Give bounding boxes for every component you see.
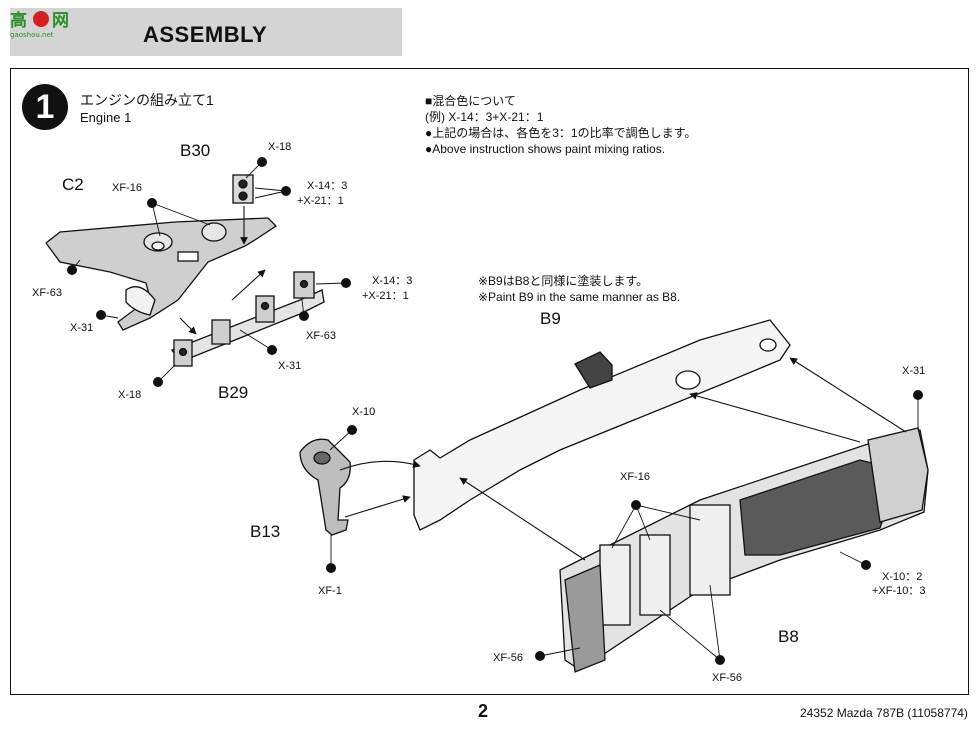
paint-xf63-mid: XF-63 — [306, 330, 336, 342]
paint-xf1: XF-1 — [318, 585, 342, 597]
paint-x10-mix: X-10：2 — [882, 571, 923, 583]
paint-xf16-top: XF-16 — [112, 182, 142, 194]
label-b13: B13 — [250, 522, 281, 541]
paint-xf56-bottom: XF-56 — [712, 672, 742, 684]
label-c2: C2 — [62, 175, 84, 194]
label-b29: B29 — [218, 383, 249, 402]
paint-x21-a: +X-21：1 — [297, 195, 344, 207]
label-b30: B30 — [180, 141, 211, 160]
paint-xf16-engine: XF-16 — [620, 471, 650, 483]
paint-mixing-note: ■混合色について (例) X-14：3+X-21：1 ●上記の場合は、各色を3：… — [425, 93, 696, 157]
paint-x31-left: X-31 — [70, 322, 94, 334]
svg-text:gaoshou.net: gaoshou.net — [10, 31, 54, 39]
part-b9 — [413, 319, 791, 531]
paint-xf10-mix: +XF-10：3 — [872, 585, 926, 597]
paint-x31-mid: X-31 — [278, 360, 302, 372]
step-title-jp: エンジンの組み立て1 — [80, 92, 214, 108]
b9-note-en: ※Paint B9 in the same manner as B8. — [478, 290, 681, 304]
step-frame — [10, 68, 969, 695]
step-title-en: Engine 1 — [80, 110, 132, 125]
page-title: ASSEMBLY — [143, 22, 268, 47]
paint-x14-b: X-14：3 — [372, 275, 413, 287]
label-b9: B9 — [540, 309, 561, 328]
note-example: (例) X-14：3+X-21：1 — [425, 110, 544, 124]
note-en: ●Above instruction shows paint mixing ra… — [425, 142, 666, 156]
part-b30 — [232, 174, 254, 204]
paint-x31-right: X-31 — [902, 365, 926, 377]
paint-x21-b: +X-21：1 — [362, 290, 409, 302]
paint-xf56-left: XF-56 — [493, 652, 523, 664]
part-c2-plate — [45, 217, 278, 331]
watermark-logo: 高 网 gaoshou.net — [8, 6, 74, 40]
page-number: 2 — [478, 701, 489, 721]
paint-x10: X-10 — [352, 406, 376, 418]
step-number: 1 — [22, 84, 68, 130]
b9-paint-note: ※B9はB8と同様に塗装します。 ※Paint B9 in the same m… — [478, 273, 680, 305]
product-code: 24352 Mazda 787B (11058774) — [800, 706, 968, 720]
svg-text:高: 高 — [10, 10, 27, 31]
part-c2-boss-2 — [201, 222, 227, 242]
paint-xf63-left: XF-63 — [32, 287, 62, 299]
paint-x18-top: X-18 — [268, 141, 292, 153]
part-b13 — [299, 438, 351, 536]
paint-x18-bottom: X-18 — [118, 389, 142, 401]
note-heading: ■混合色について — [425, 94, 516, 108]
label-b8: B8 — [778, 627, 799, 646]
paint-x14-a: X-14：3 — [307, 180, 348, 192]
b9-note-jp: ※B9はB8と同様に塗装します。 — [478, 274, 649, 288]
header-bar — [10, 8, 402, 56]
svg-text:网: 网 — [52, 11, 69, 31]
note-jp: ●上記の場合は、各色を3：1の比率で調色します。 — [425, 126, 697, 140]
part-b29-rail — [171, 289, 325, 363]
